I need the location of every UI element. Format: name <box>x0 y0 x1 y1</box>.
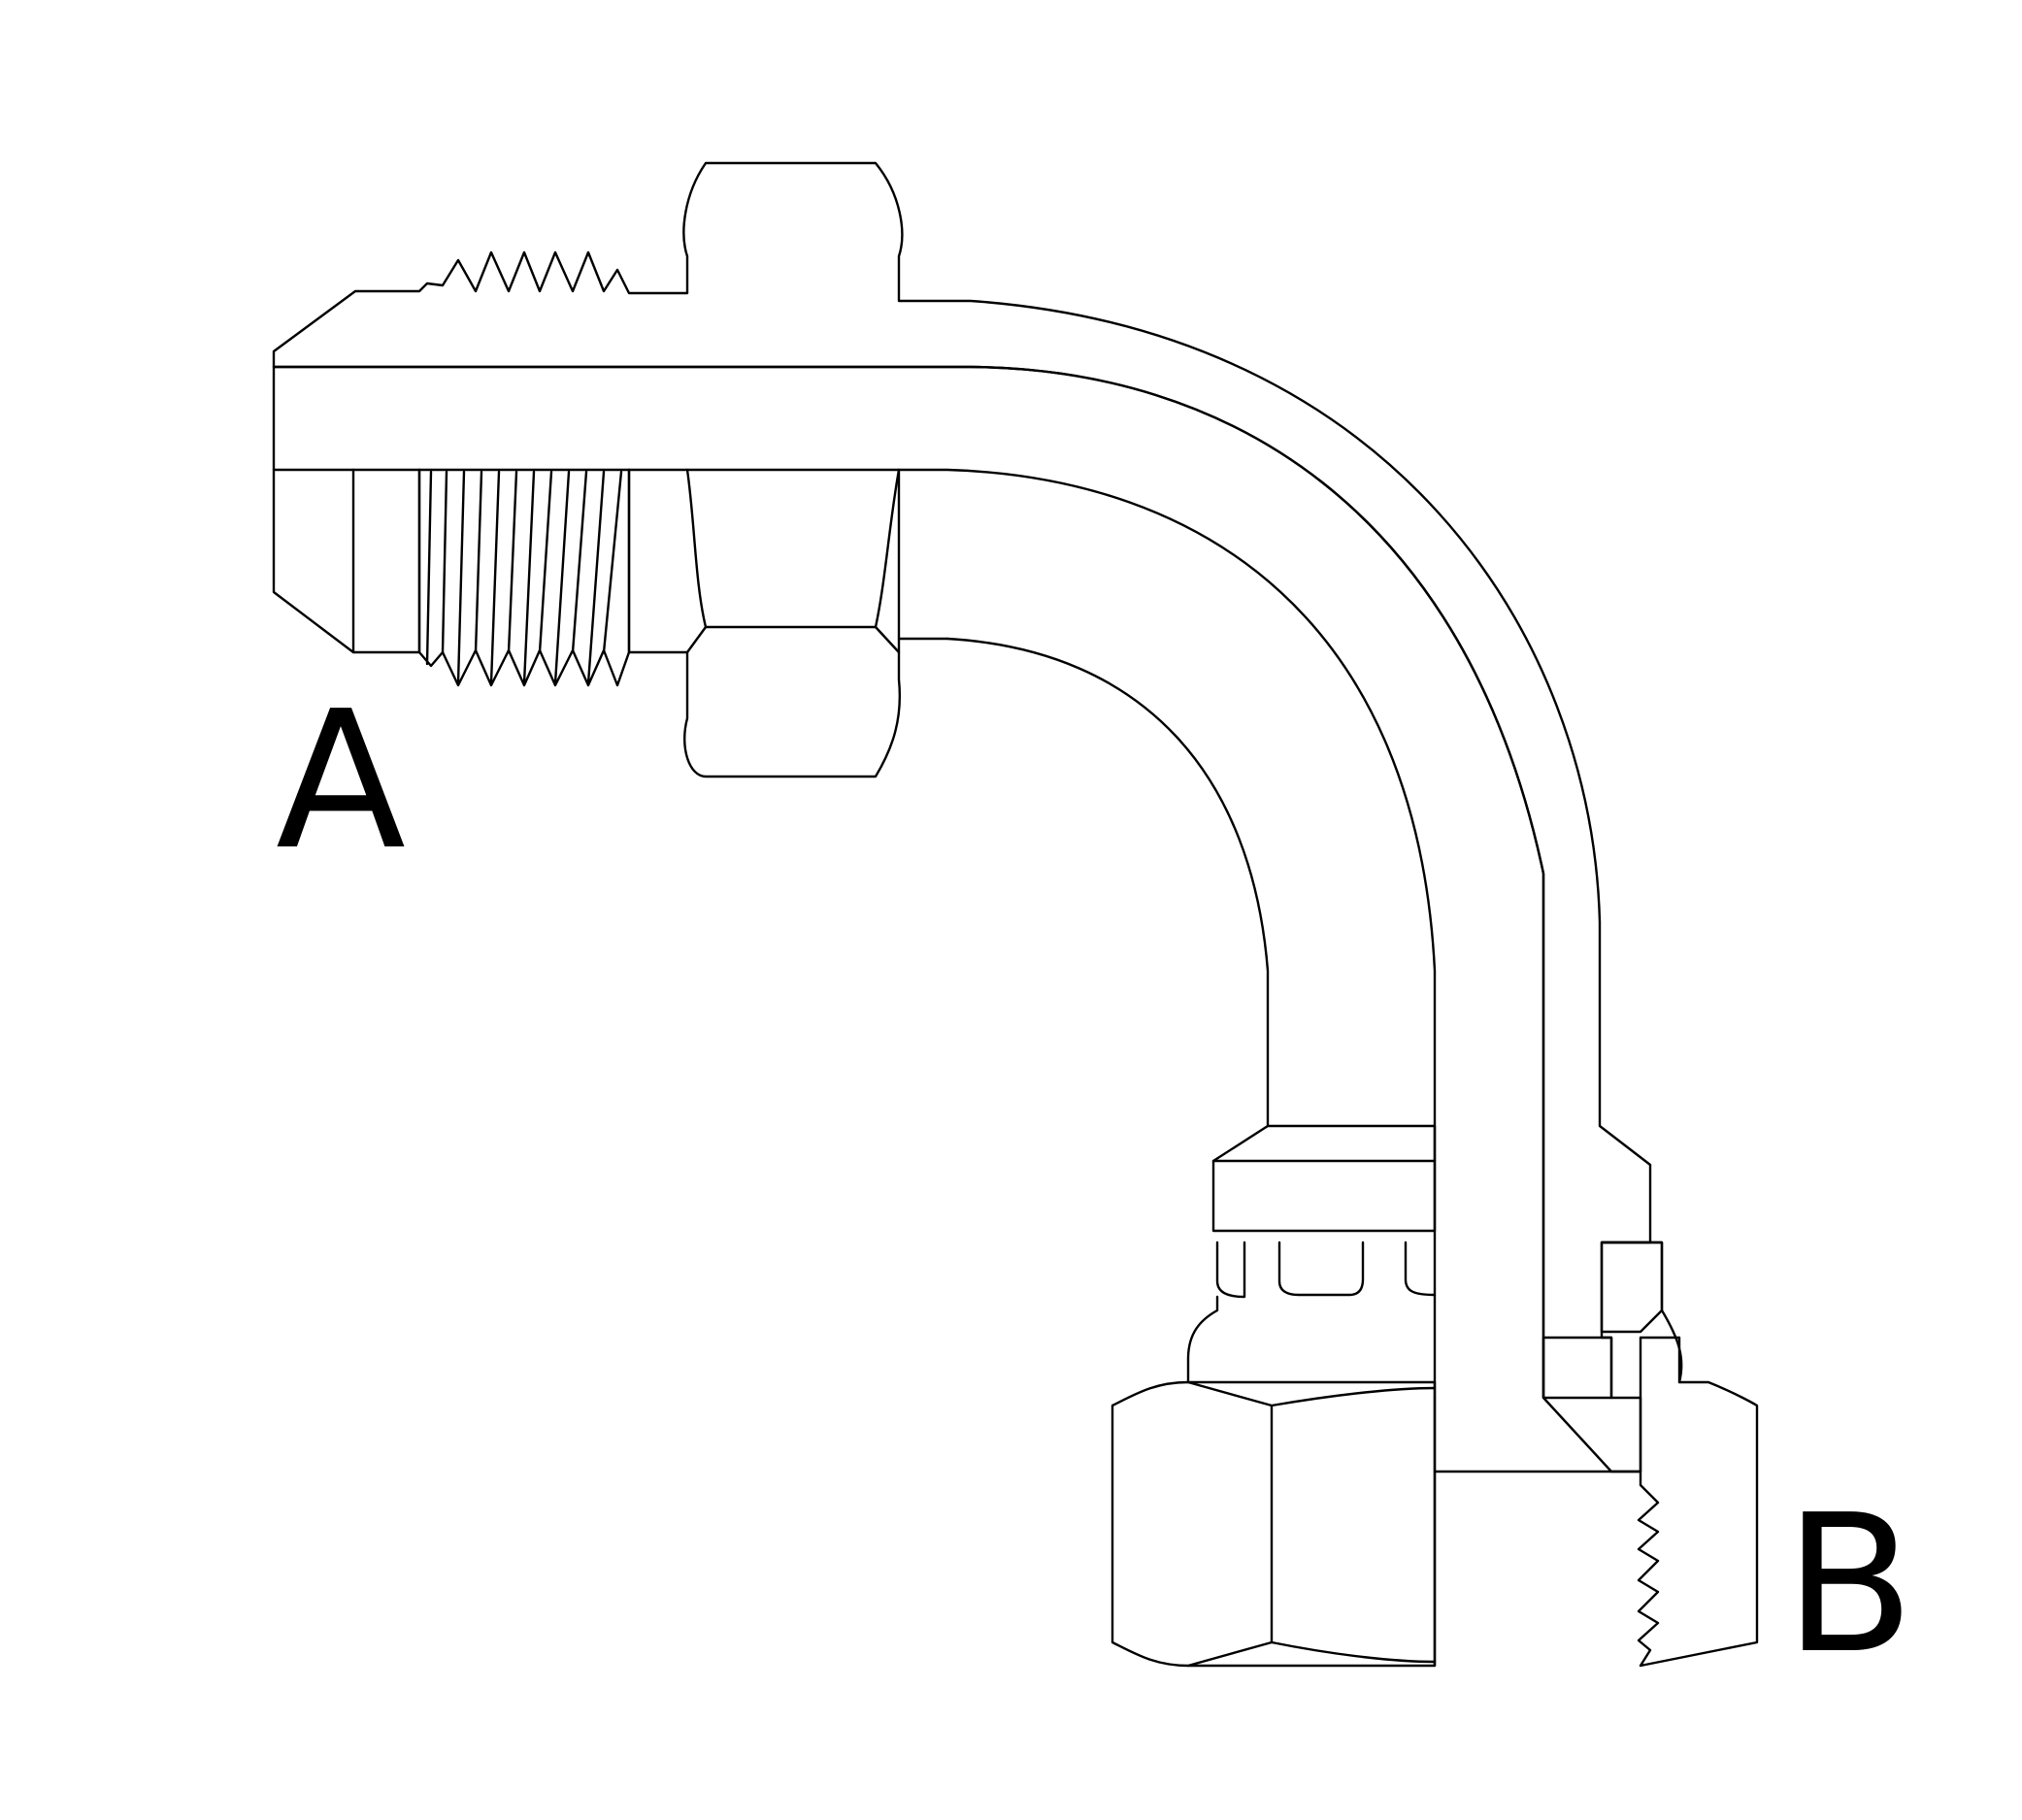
end-a-male-thread <box>417 468 631 687</box>
end-b-nut-section <box>1541 1241 1759 1668</box>
elbow-outer-wall-section <box>272 161 1652 1400</box>
end-b-swivel-nut <box>1110 1380 1642 1668</box>
end-b-collar <box>1186 1124 1437 1384</box>
end-a-hex-body <box>627 468 1270 1128</box>
end-a-tube-nose <box>272 468 421 654</box>
elbow-bore <box>272 365 1545 1400</box>
end-b-label: B <box>1784 1474 1914 1696</box>
end-a-label: A <box>276 671 406 892</box>
